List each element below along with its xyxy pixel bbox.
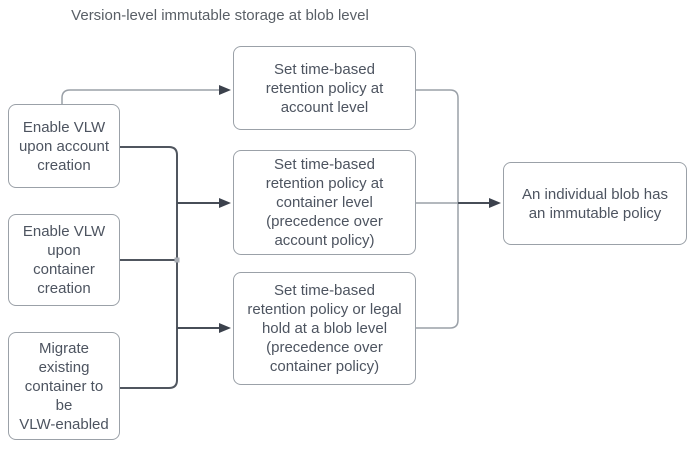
- arrowhead-blob-policy: [219, 323, 231, 333]
- edge-right-merge-bus: [416, 89, 459, 329]
- diagram-title: Version-level immutable storage at blob …: [71, 7, 369, 24]
- junction-dot: [174, 257, 180, 263]
- arrowhead-immutable-blob: [489, 198, 501, 208]
- node-migrate-existing-container: Migrate existing container to be VLW-ena…: [8, 332, 120, 440]
- node-enable-vlw-container: Enable VLW upon container creation: [8, 214, 120, 306]
- node-retention-policy-container: Set time-based retention policy at conta…: [233, 150, 416, 255]
- arrowhead-account-policy: [219, 85, 231, 95]
- node-retention-policy-account: Set time-based retention policy at accou…: [233, 46, 416, 130]
- edge-account-to-account-policy: [61, 89, 221, 104]
- node-retention-policy-blob: Set time-based retention policy or legal…: [233, 272, 416, 385]
- edge-left-merge-bus: [120, 146, 178, 389]
- node-enable-vlw-account: Enable VLW upon account creation: [8, 104, 120, 188]
- node-individual-blob-immutable: An individual blob has an immutable poli…: [503, 162, 687, 245]
- arrowhead-container-policy: [219, 198, 231, 208]
